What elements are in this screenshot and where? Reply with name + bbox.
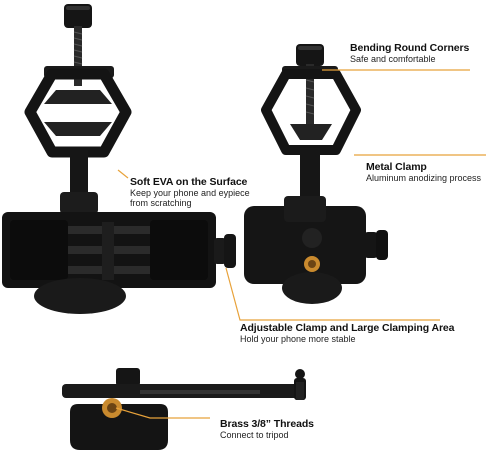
callout-metal-subtitle: Aluminum anodizing process — [366, 173, 482, 184]
leader-adjustable — [225, 267, 440, 321]
callout-brass-subtitle: Connect to tripod — [220, 430, 289, 441]
callout-bending-subtitle: Safe and comfortable — [350, 54, 436, 65]
callout-soft-eva: Soft EVA on the Surface Keep your phone … — [130, 176, 250, 209]
right-side-knob — [376, 230, 388, 260]
callout-brass-threads: Brass 3/8” Threads Connect to tripod — [220, 418, 314, 440]
callout-eva-subtitle-2: from scratching — [130, 198, 192, 209]
callout-adjustable-subtitle: Hold your phone more stable — [240, 334, 356, 345]
callout-metal-title: Metal Clamp — [366, 161, 427, 173]
callout-brass-title: Brass 3/8” Threads — [220, 418, 314, 430]
callout-adjustable-clamp: Adjustable Clamp and Large Clamping Area… — [240, 322, 455, 345]
left-adapter — [2, 4, 236, 314]
right-octagon-frame — [261, 69, 361, 155]
callout-bending-title: Bending Round Corners — [350, 42, 470, 54]
left-screw — [74, 26, 82, 86]
leader-brass — [115, 407, 210, 419]
right-adapter — [244, 44, 388, 304]
callout-adjustable-title: Adjustable Clamp and Large Clamping Area — [240, 322, 455, 334]
callout-eva-subtitle-1: Keep your phone and eypiece — [130, 188, 250, 199]
callout-bending-corners: Bending Round Corners Safe and comfortab… — [350, 42, 469, 64]
leader-eva — [117, 169, 129, 179]
right-screw — [306, 64, 314, 128]
callout-eva-title: Soft EVA on the Surface — [130, 176, 248, 188]
left-side-knob — [224, 234, 236, 268]
eyepiece-clamp-base — [34, 278, 126, 314]
callout-metal-clamp: Metal Clamp Aluminum anodizing process — [366, 161, 481, 183]
leader-lines — [115, 69, 486, 419]
left-octagon-frame — [24, 68, 132, 158]
